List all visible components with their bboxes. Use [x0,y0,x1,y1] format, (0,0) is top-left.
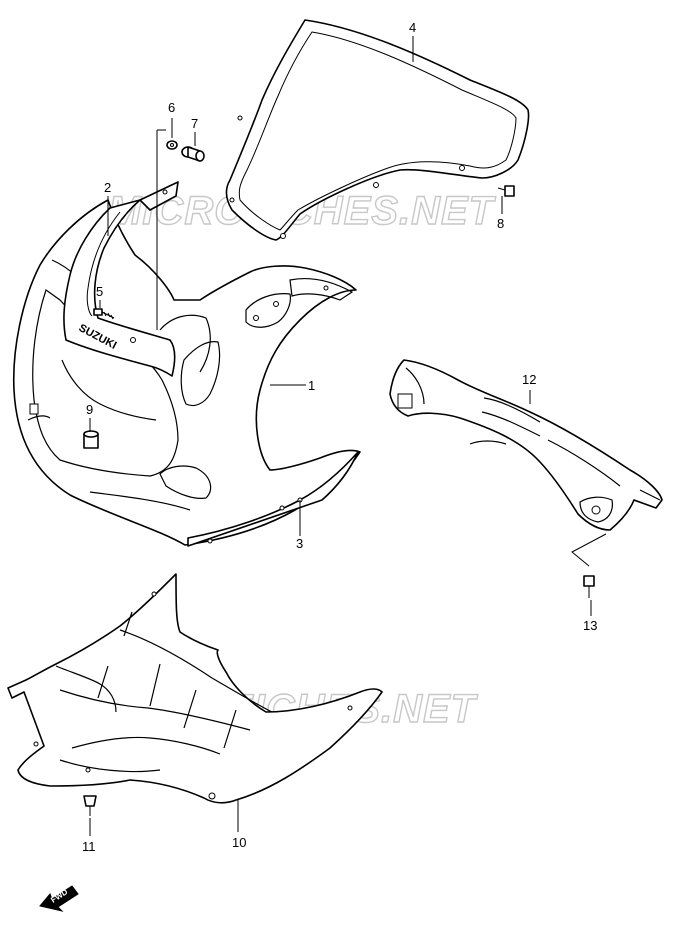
callouts: 4 6 7 2 8 5 1 12 9 3 13 10 11 [82,20,597,854]
callout-8: 8 [497,216,504,231]
screw-5 [93,308,115,320]
callout-4: 4 [409,20,416,35]
screw-8 [497,185,515,197]
hardware [83,140,515,449]
callout-7: 7 [191,116,198,131]
leader-lines [89,36,607,836]
nut-7 [181,146,205,162]
inner-cover [389,359,663,531]
callout-6: 6 [168,100,175,115]
cowling-stripe: SUZUKI [63,181,179,377]
screw-13 [583,575,595,598]
clip-11 [83,795,97,816]
cushion-9 [83,430,99,449]
callout-1: 1 [308,378,315,393]
under-cowling [7,573,383,804]
windscreen [225,19,530,241]
callout-10: 10 [232,835,246,850]
callout-13: 13 [583,618,597,633]
callout-9: 9 [86,402,93,417]
callout-12: 12 [522,372,536,387]
callout-5: 5 [96,284,103,299]
callout-11: 11 [82,839,96,854]
callout-2: 2 [104,180,111,195]
washer-6 [166,140,178,150]
fwd-arrow-icon: FWD [39,885,79,912]
upper-cowling [12,199,361,547]
callout-3: 3 [296,536,303,551]
